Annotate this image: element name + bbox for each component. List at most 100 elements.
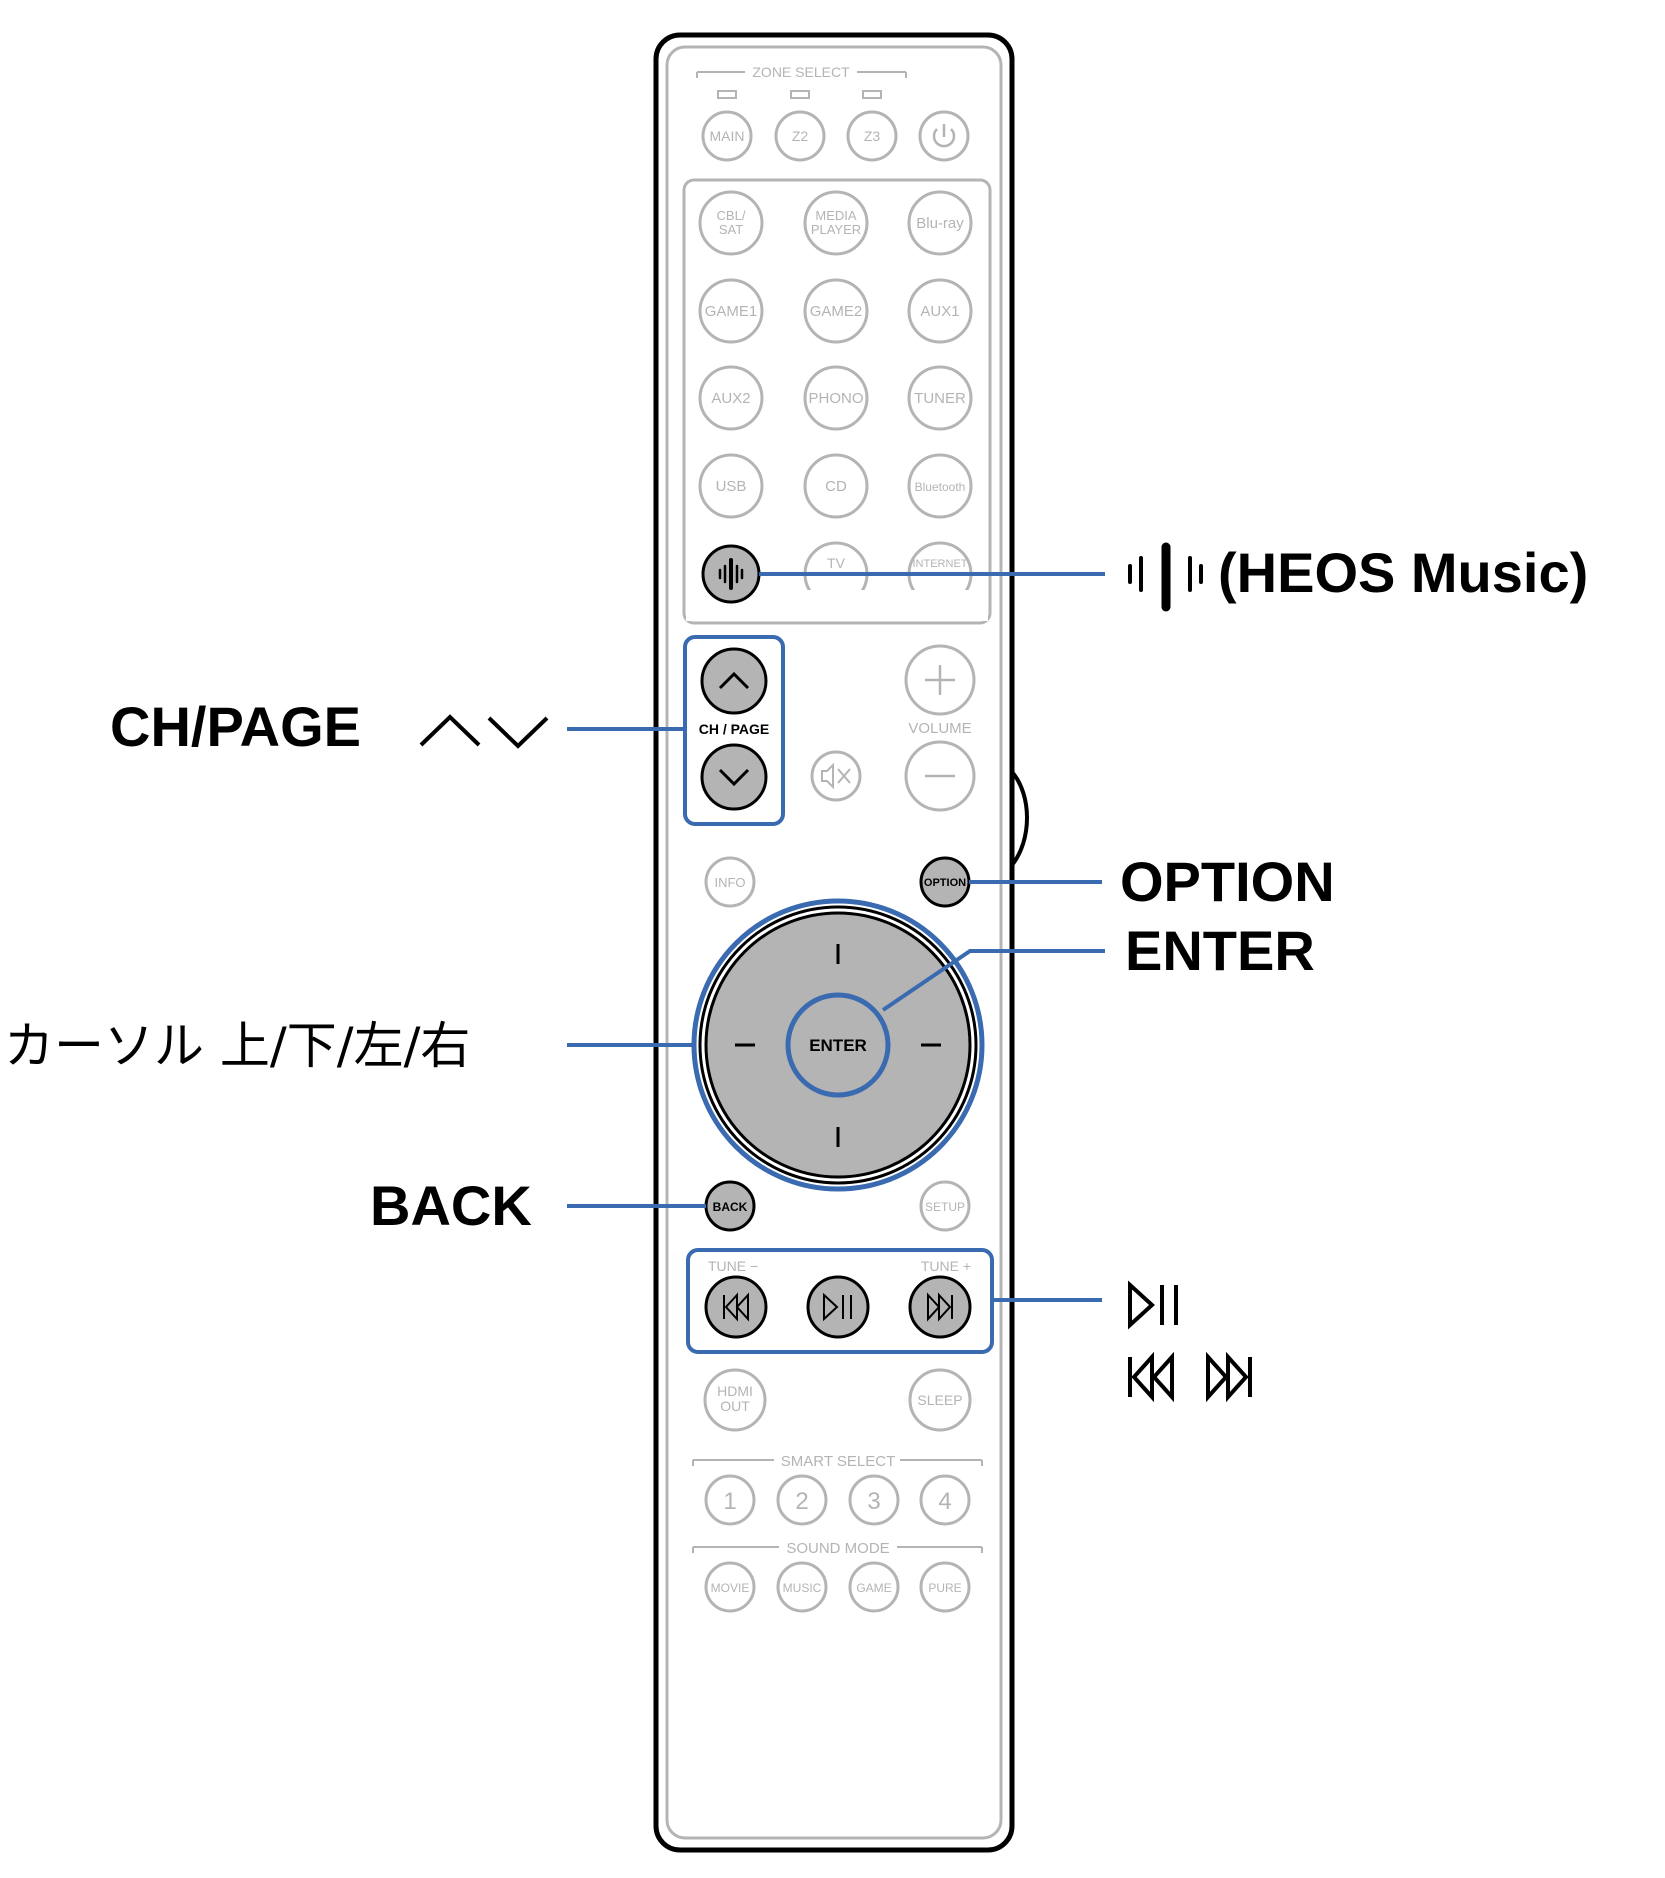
callout-chevron-down-icon <box>487 716 549 749</box>
phono-label: PHONO <box>808 390 863 407</box>
aux2-button[interactable] <box>698 365 764 431</box>
tune-minus-label: TUNE − <box>708 1258 758 1274</box>
bluetooth-label: Bluetooth <box>915 480 966 494</box>
enter-callout-label: ENTER <box>1125 919 1315 982</box>
smart-select-4-label: 4 <box>938 1488 951 1515</box>
back-callout-label: BACK <box>370 1174 532 1237</box>
smart-select-label: SMART SELECT <box>781 1453 895 1470</box>
mute-button[interactable] <box>810 750 862 802</box>
sleep-button[interactable] <box>908 1368 972 1432</box>
mute-icon <box>821 762 851 790</box>
smart-select-3-label: 3 <box>867 1488 880 1515</box>
next-icon <box>927 1292 953 1322</box>
smart-select-section: SMART SELECT 1 2 3 4 <box>692 1453 983 1526</box>
setup-button[interactable] <box>919 1180 971 1232</box>
main-zone-label: MAIN <box>710 128 745 144</box>
cd-label: CD <box>825 478 847 495</box>
bluetooth-button[interactable] <box>907 453 973 519</box>
info-label: INFO <box>714 875 745 890</box>
movie-sound-button[interactable] <box>704 1561 756 1613</box>
zone-indicator-z2 <box>790 90 810 99</box>
play-pause-icon <box>823 1292 852 1322</box>
phono-button[interactable] <box>803 365 869 431</box>
smart-select-2-button[interactable] <box>776 1474 828 1526</box>
heos-callout: (HEOS Music) <box>1128 541 1588 612</box>
previous-icon <box>723 1292 749 1322</box>
pure-sound-label: PURE <box>928 1581 961 1595</box>
callout-chevron-up-icon <box>419 714 481 747</box>
cbl-sat-label: CBL/ <box>717 208 746 223</box>
blu-ray-button[interactable] <box>907 190 973 256</box>
tuner-label: TUNER <box>914 390 966 407</box>
setup-label: SETUP <box>925 1200 965 1214</box>
tuner-button[interactable] <box>907 365 973 431</box>
ch-page-section: VOLUME CH / PAGE <box>683 635 976 826</box>
main-zone-button[interactable] <box>701 110 753 162</box>
pure-sound-button[interactable] <box>919 1561 971 1613</box>
sleep-label: SLEEP <box>917 1392 962 1408</box>
game-sound-label: GAME <box>856 1581 891 1595</box>
ch-page-callout: CH/PAGE <box>110 695 549 758</box>
enter-button[interactable] <box>785 992 891 1098</box>
z3-zone-label: Z3 <box>864 128 881 144</box>
cd-button[interactable] <box>803 453 869 519</box>
zone-select-section: ZONE SELECT MAIN Z2 Z3 <box>696 64 970 162</box>
enter-label: ENTER <box>809 1036 867 1055</box>
internet-radio-label: INTERNET <box>913 558 968 570</box>
back-label: BACK <box>713 1200 748 1214</box>
zone-indicator-z3 <box>862 90 882 99</box>
next-callout-icon <box>1206 1351 1252 1403</box>
game2-label: GAME2 <box>810 303 863 320</box>
zone-select-label: ZONE SELECT <box>752 64 850 80</box>
heos-callout-label: (HEOS Music) <box>1218 541 1588 604</box>
power-icon <box>932 124 956 148</box>
game1-label: GAME1 <box>705 303 758 320</box>
smart-select-1-button[interactable] <box>704 1474 756 1526</box>
plus-icon <box>925 665 955 695</box>
ch-page-down-button[interactable] <box>700 743 768 811</box>
aux1-label: AUX1 <box>920 303 959 320</box>
ch-page-up-button[interactable] <box>700 647 768 715</box>
z3-zone-button[interactable] <box>846 110 898 162</box>
movie-sound-label: MOVIE <box>711 1581 750 1595</box>
cursor-callout-label: カーソル 上/下/左/右 <box>4 1017 470 1075</box>
smart-select-3-button[interactable] <box>848 1474 900 1526</box>
usb-button[interactable] <box>698 453 764 519</box>
ch-page-callout-label: CH/PAGE <box>110 695 361 758</box>
z2-zone-button[interactable] <box>774 110 826 162</box>
hdmi-out-button[interactable] <box>703 1368 767 1432</box>
cbl-sat-button[interactable] <box>698 190 764 256</box>
previous-callout-icon <box>1128 1351 1174 1403</box>
game-sound-button[interactable] <box>848 1561 900 1613</box>
enter-leader-line <box>881 949 1105 1012</box>
music-sound-button[interactable] <box>776 1561 828 1613</box>
hdmi-label: HDMI <box>717 1383 753 1399</box>
transport-section: TUNE − TUNE + <box>686 1248 994 1354</box>
smart-select-2-label: 2 <box>795 1488 808 1515</box>
cbl-sat-label: SAT <box>719 222 743 237</box>
out-label: OUT <box>720 1398 750 1414</box>
remote-side-edge <box>1010 770 1029 867</box>
zone-indicator-main <box>717 90 737 99</box>
info-button[interactable] <box>704 856 756 908</box>
aux1-button[interactable] <box>907 278 973 344</box>
cursor-pad: ENTER <box>691 898 985 1192</box>
aux2-label: AUX2 <box>711 390 750 407</box>
smart-select-4-button[interactable] <box>919 1474 971 1526</box>
game1-button[interactable] <box>698 278 764 344</box>
z2-zone-label: Z2 <box>792 128 809 144</box>
heos-icon <box>718 558 744 590</box>
chevron-up-icon <box>718 671 750 690</box>
smart-select-1-label: 1 <box>723 1488 736 1515</box>
play-pause-callout-icon <box>1128 1280 1178 1330</box>
media-player-button[interactable] <box>803 190 869 256</box>
volume-label: VOLUME <box>908 720 971 737</box>
callout-lines <box>567 572 1105 1302</box>
blu-ray-label: Blu-ray <box>916 215 964 232</box>
game2-button[interactable] <box>803 278 869 344</box>
tune-plus-label: TUNE + <box>921 1258 971 1274</box>
heos-callout-icon <box>1128 542 1203 612</box>
